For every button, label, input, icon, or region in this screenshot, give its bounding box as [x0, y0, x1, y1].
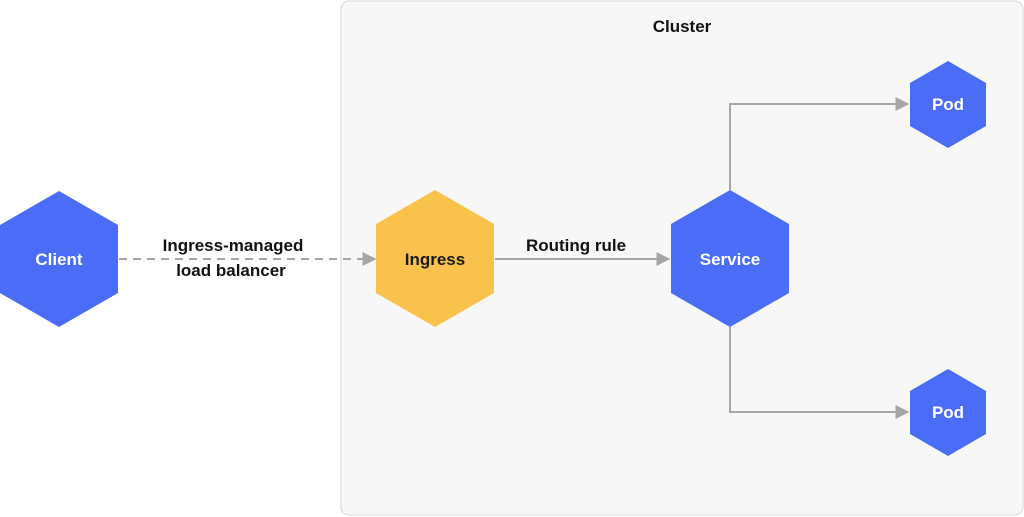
- service-node: Service: [671, 190, 789, 327]
- service-label: Service: [700, 250, 761, 269]
- load-balancer-label-line1: Ingress-managed: [163, 236, 304, 255]
- load-balancer-label-line2: load balancer: [176, 261, 286, 280]
- service-to-top-pod-arrow: [729, 97, 910, 190]
- pod-node-bottom: Pod: [910, 369, 986, 456]
- pod-node-top: Pod: [910, 61, 986, 148]
- routing-rule-label: Routing rule: [526, 236, 626, 255]
- client-label: Client: [35, 250, 83, 269]
- service-to-bottom-pod-arrow: [729, 327, 910, 419]
- service-hexagon: [671, 190, 789, 327]
- edge-labels: Ingress-managed load balancer Routing ru…: [163, 236, 626, 280]
- client-hexagon: [0, 191, 118, 327]
- cluster-title: Cluster: [653, 17, 712, 36]
- client-node: Client: [0, 191, 118, 327]
- pod-bottom-hexagon: [910, 369, 986, 456]
- connectors: [119, 97, 910, 419]
- ingress-hexagon: [376, 190, 494, 327]
- pod-top-label: Pod: [932, 95, 964, 114]
- pod-top-hexagon: [910, 61, 986, 148]
- ingress-node: Ingress: [376, 190, 494, 327]
- ingress-label: Ingress: [405, 250, 465, 269]
- pod-bottom-label: Pod: [932, 403, 964, 422]
